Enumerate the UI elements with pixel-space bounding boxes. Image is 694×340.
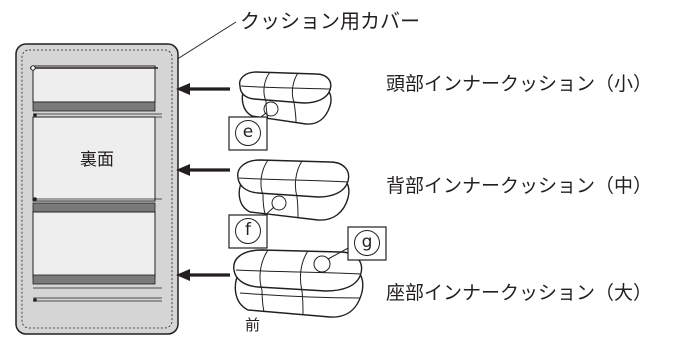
head-cushion-small [238, 71, 332, 125]
mark-e-label: e [235, 120, 261, 146]
back-cushion-medium [237, 159, 350, 221]
cover-panel-back [32, 116, 162, 213]
arrow-seat-cushion [176, 269, 230, 281]
detail-circle-f [271, 195, 287, 211]
arrow-head-cushion [176, 83, 230, 95]
cover-panel-seat [32, 211, 162, 302]
cover-band-head [32, 101, 156, 112]
cover-band-seat [32, 274, 156, 285]
mark-f-label: f [235, 218, 261, 244]
cover-label: クッション用カバー [240, 9, 420, 33]
seat-cushion-label: 座部インナークッション（大） [386, 282, 653, 304]
front-side-label: 前 [245, 316, 261, 334]
cover-band-back [32, 202, 156, 213]
seat-cushion-large [233, 245, 364, 318]
detail-circle-g [313, 255, 331, 273]
arrow-back-cushion [176, 164, 230, 176]
back-side-label: 裏面 [80, 150, 114, 170]
cover-panel-head [30, 65, 162, 118]
cushion-cover [15, 43, 179, 335]
back-cushion-label: 背部インナークッション（中） [386, 175, 653, 197]
head-cushion-label: 頭部インナークッション（小） [386, 73, 653, 95]
detail-circle-e [263, 101, 279, 117]
mark-g-label: g [354, 230, 380, 256]
